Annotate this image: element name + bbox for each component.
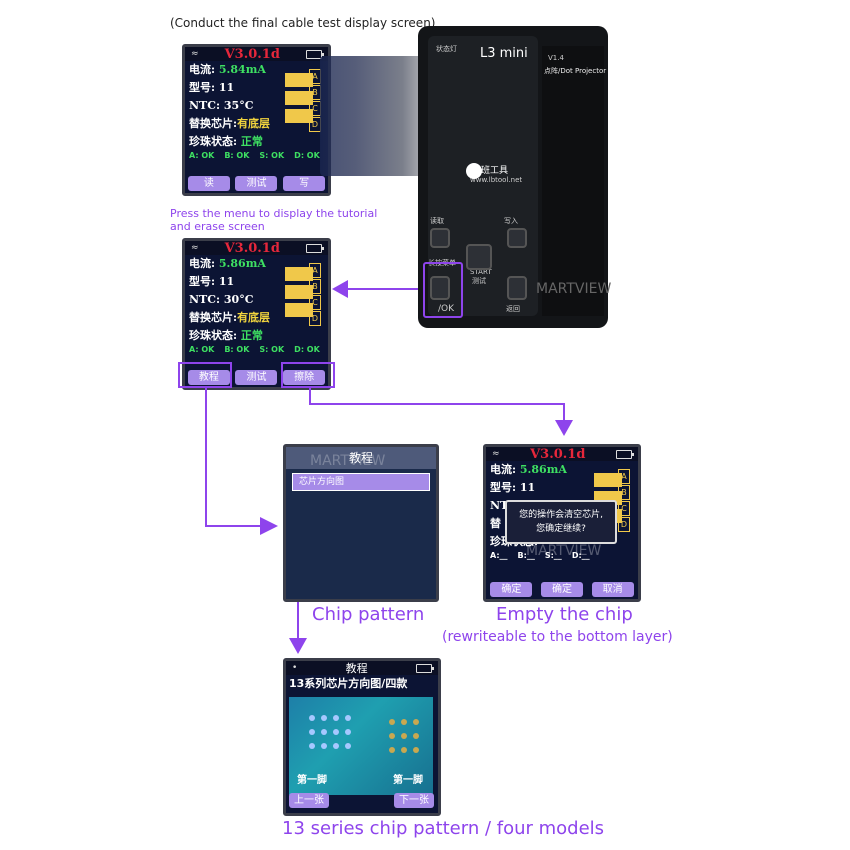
dot-projector-board	[542, 46, 604, 316]
battery-icon	[615, 449, 634, 459]
pearl-row: 珍珠状态: 正常	[189, 135, 263, 148]
model-label: L3 mini	[480, 46, 528, 61]
ntc-row: NTC: 35°C	[189, 99, 254, 112]
wifi-icon: ≈	[492, 449, 500, 459]
model-row: 型号: 11	[490, 481, 536, 494]
start-hw-button[interactable]	[466, 244, 492, 270]
menu-screen: ≈ V3.0.1d 电流: 5.86mA 型号: 11 NTC: 30°C 替换…	[182, 238, 331, 390]
model-row: 型号: 11	[189, 275, 235, 288]
erase-watermark: MARTVIEW	[526, 543, 602, 559]
chip-direction-menu-item[interactable]: 芯片方向图	[292, 473, 430, 491]
version-title: V3.0.1d	[224, 240, 280, 256]
pattern-title: 教程	[345, 662, 368, 675]
battery-icon	[305, 243, 324, 253]
screen-buttons: 教程 测试 擦除	[185, 367, 328, 387]
empty-chip-subcaption: (rewriteable to the bottom layer)	[442, 629, 673, 645]
test-button[interactable]: 测试	[235, 369, 278, 385]
erase-button[interactable]: 擦除	[283, 369, 326, 385]
battery-icon	[305, 49, 324, 59]
wifi-icon: ≈	[191, 243, 199, 253]
wifi-icon: •	[292, 663, 298, 673]
pin1-right-label: 第一脚	[393, 775, 423, 786]
menu-caption-line1: Press the menu to display the tutorial	[170, 207, 378, 220]
tutorial-screen: 教程 芯片方向图 MARTVIEW	[283, 444, 439, 602]
erase-highlight	[281, 362, 335, 388]
battery-icon	[416, 663, 434, 673]
top-caption: (Conduct the final cable test display sc…	[170, 16, 436, 30]
screen-topbar: ≈ V3.0.1d	[185, 240, 328, 256]
ab-status-row: A:__B:__S:__D:__	[490, 551, 590, 560]
menu-ok-hw-button[interactable]	[430, 276, 450, 300]
screen-topbar: ≈ V3.0.1d	[185, 46, 328, 62]
current-row: 电流: 5.86mA	[490, 463, 567, 476]
write-button[interactable]: 写	[283, 175, 326, 191]
dialog-line1: 您的操作会清空芯片,	[519, 510, 603, 520]
model-row: 型号: 11	[189, 81, 235, 94]
dialog-line2: 您确定继续?	[536, 524, 586, 534]
pin1-left-label: 第一脚	[297, 775, 327, 786]
menu-button-highlight	[423, 262, 463, 318]
pearl-row: 珍珠状态: 正常	[189, 329, 263, 342]
chip-diagram: A B C D	[281, 69, 321, 132]
chip-diagram: A B C D	[281, 263, 321, 326]
tutorial-title: 教程	[286, 447, 436, 469]
confirm-button-1[interactable]: 确定	[490, 581, 533, 597]
board-version-label: V1.4	[548, 54, 564, 62]
menu-caption-line2: and erase screen	[170, 220, 265, 233]
tutorial-button[interactable]: 教程	[187, 369, 230, 385]
dot-projector-label: 点阵/Dot Projector	[544, 67, 607, 75]
cable-test-screen: ≈ V3.0.1d 电流: 5.84mA 型号: 11 NTC: 35°C 替换…	[182, 44, 331, 196]
confirm-button-2[interactable]: 确定	[540, 581, 583, 597]
version-title: V3.0.1d	[224, 46, 280, 62]
cancel-button[interactable]: 取消	[591, 581, 634, 597]
erase-confirm-dialog: 您的操作会清空芯片, 您确定继续?	[505, 500, 617, 544]
replace-row: 替换芯片:有底层	[189, 311, 271, 324]
current-row: 电流: 5.86mA	[189, 257, 266, 270]
brand-cn: 鲁班工具	[472, 166, 509, 176]
screen-buttons: 读 测试 写	[185, 173, 328, 193]
status-light-label: 状态灯	[436, 45, 457, 53]
version-title: V3.0.1d	[530, 446, 586, 462]
menu-caption: Press the menu to display the tutorial a…	[170, 207, 377, 233]
back-label: 返回	[506, 305, 520, 313]
screen-topbar: • 教程	[286, 661, 438, 675]
empty-chip-caption: Empty the chip	[496, 604, 633, 625]
test-button[interactable]: 测试	[235, 175, 278, 191]
start-label: START	[470, 268, 492, 276]
write-hw-button[interactable]	[507, 228, 527, 248]
read-button[interactable]: 读	[187, 175, 230, 191]
tutorial-watermark: MARTVIEW	[310, 453, 386, 469]
write-label: 写入	[504, 217, 518, 225]
device-watermark: MARTVIEW	[536, 281, 612, 297]
test-label: 测试	[472, 277, 486, 285]
pattern-heading: 13系列芯片方向图/四款	[289, 677, 408, 690]
replace-row: 替换芯片:有底层	[189, 117, 271, 130]
chip-pattern-caption: Chip pattern	[312, 604, 425, 625]
ok-label: /OK	[438, 304, 455, 314]
current-row: 电流: 5.84mA	[189, 63, 266, 76]
wifi-icon: ≈	[191, 49, 199, 59]
prev-page-button[interactable]: 上一张	[289, 793, 329, 808]
screen-topbar: ≈ V3.0.1d	[486, 446, 638, 462]
ntc-row: NTC: 30°C	[189, 293, 254, 306]
chip-photo: 第一脚 第一脚	[289, 697, 433, 795]
back-hw-button[interactable]	[507, 276, 527, 300]
series-pattern-caption: 13 series chip pattern / four models	[282, 818, 605, 839]
brand-logo-icon	[466, 163, 482, 179]
next-page-button[interactable]: 下一张	[394, 793, 434, 808]
read-hw-button[interactable]	[430, 228, 450, 248]
brand-url: www.lbtool.net	[470, 176, 523, 184]
replace-row: 替	[490, 517, 501, 530]
screen-buttons: 确定 确定 取消	[486, 579, 638, 599]
read-label: 读取	[430, 217, 444, 225]
